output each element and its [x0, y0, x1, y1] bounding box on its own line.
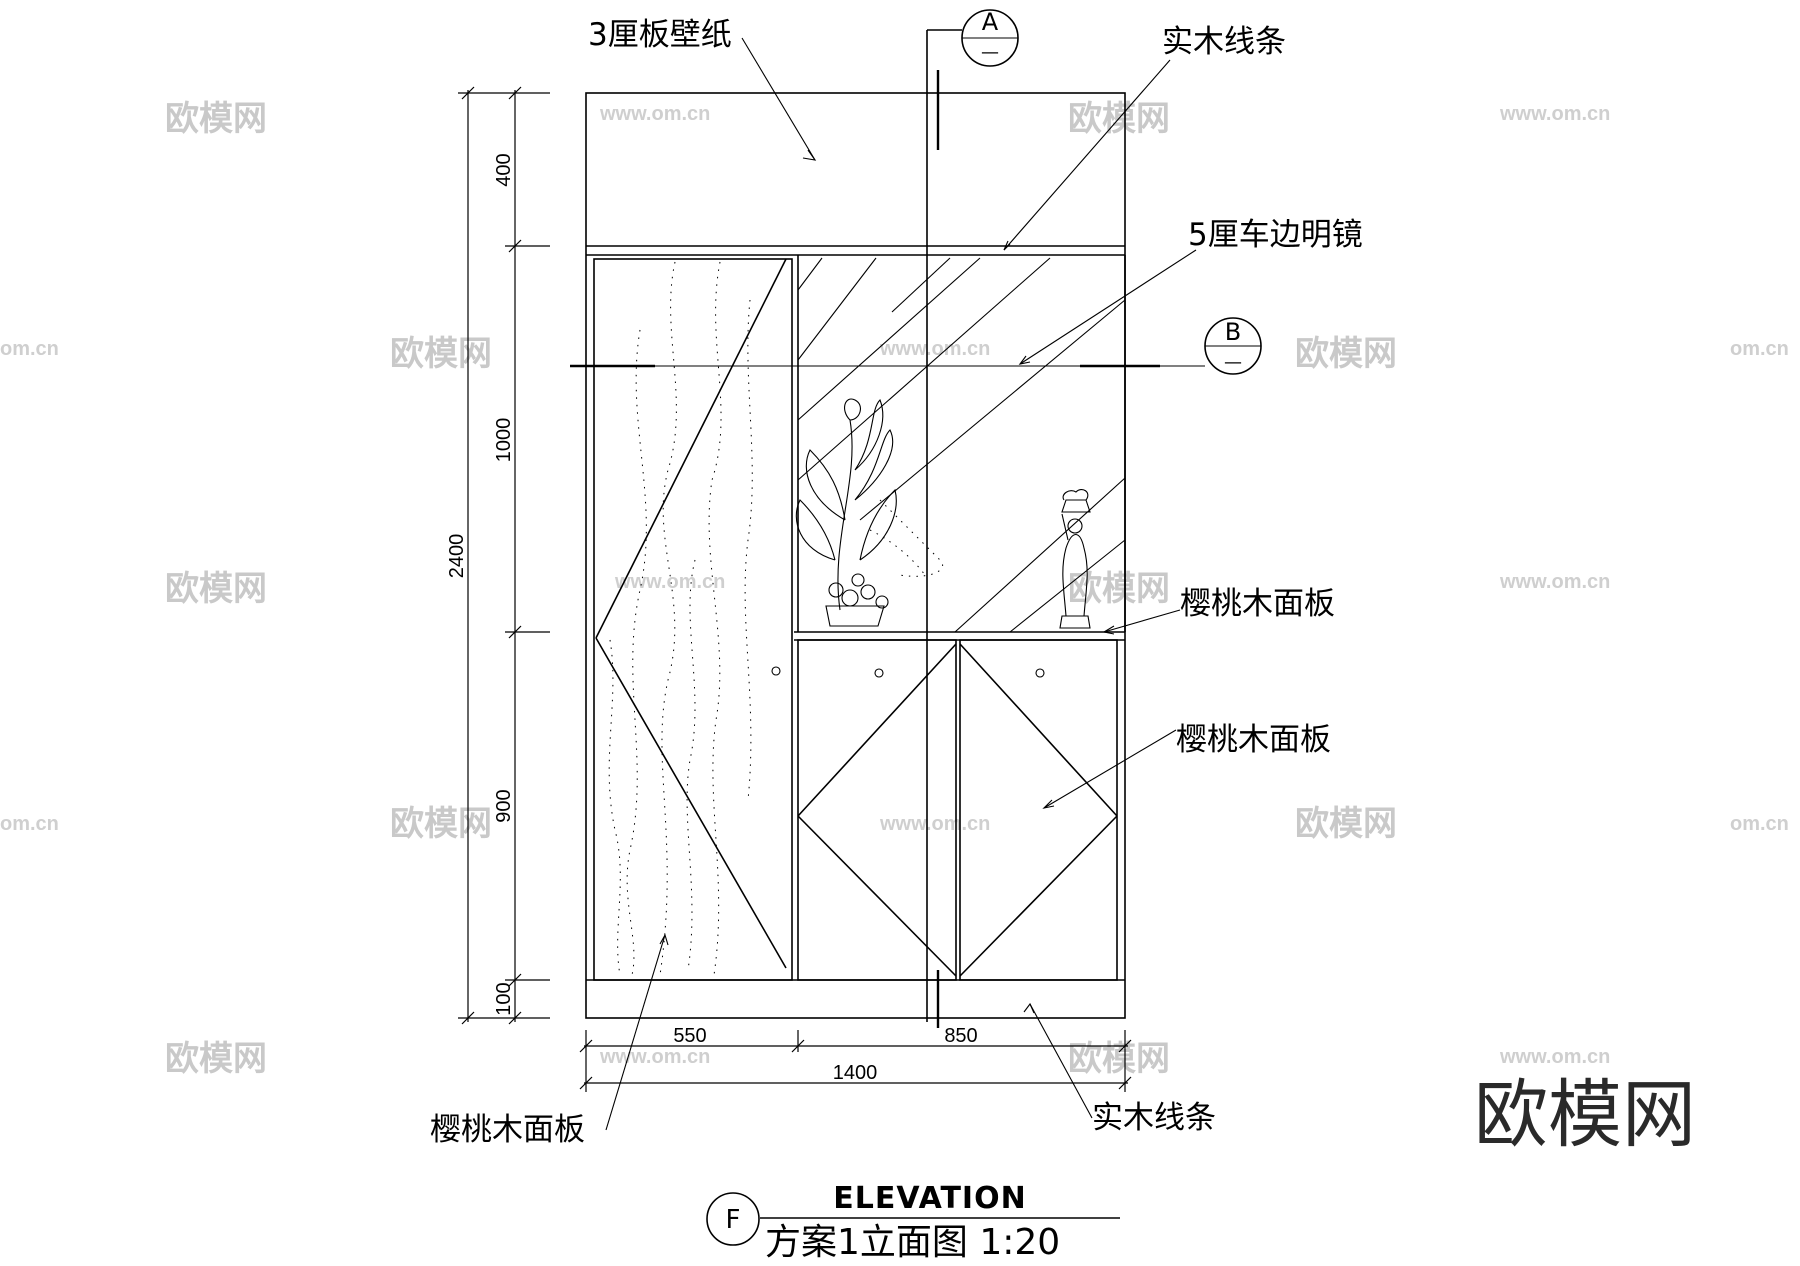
label-shelf-panel: 樱桃木面板 [1180, 586, 1335, 622]
cabinet-outline [585, 92, 1126, 1019]
section-marker-b: B — [1204, 317, 1262, 375]
watermark-brand: 欧模网 [165, 99, 267, 139]
section-line-a [926, 29, 962, 1028]
dim-total-height: 2400 [446, 534, 468, 579]
watermark-url-partial: om.cn [1730, 338, 1789, 360]
watermark-brand: 欧模网 [390, 804, 492, 844]
callout-leaders [605, 37, 1197, 1131]
svg-text:B: B [1225, 318, 1241, 346]
section-marker-a: A — [961, 8, 1019, 67]
watermark-url: www.om.cn [879, 338, 990, 360]
watermark-url: www.om.cn [1499, 571, 1610, 593]
dim-1000: 1000 [493, 418, 515, 463]
watermark-brand: 欧模网 [1068, 1039, 1170, 1079]
watermark-url-partial: om.cn [0, 338, 59, 360]
watermark-url: www.om.cn [1499, 103, 1610, 125]
watermark-brand: 欧模网 [1295, 334, 1397, 374]
dim-550: 550 [673, 1025, 706, 1047]
svg-text:—: — [981, 42, 999, 63]
lower-cabinet-doors [797, 639, 1118, 981]
label-mirror: 5厘车边明镜 [1188, 217, 1363, 253]
statue-illustration [1059, 489, 1091, 629]
brand-watermark-large: 欧模网 [1474, 1072, 1696, 1158]
callout-labels: 3厘板壁纸 实木线条 5厘车边明镜 樱桃木面板 樱桃木面板 樱桃木面板 实木线条 [430, 17, 1363, 1148]
heading-cn: 方案1立面图 1:20 [765, 1222, 1060, 1263]
drawing-mark: F [726, 1205, 741, 1235]
label-door-panel: 樱桃木面板 [1176, 722, 1331, 758]
dim-900: 900 [493, 789, 515, 822]
watermark-brand: 欧模网 [165, 1039, 267, 1079]
watermark-url: www.om.cn [614, 571, 725, 593]
dim-400: 400 [493, 153, 515, 186]
label-top-trim: 实木线条 [1162, 24, 1286, 60]
watermark-brand: 欧模网 [165, 569, 267, 609]
label-left-panel: 樱桃木面板 [430, 1112, 585, 1148]
mirror-panel [797, 255, 1126, 633]
label-bottom-trim: 实木线条 [1092, 1100, 1216, 1136]
dim-100: 100 [493, 982, 515, 1015]
title-block: F ELEVATION 方案1立面图 1:20 [706, 1181, 1120, 1263]
dim-850: 850 [944, 1025, 977, 1047]
plant-vase-illustration [795, 398, 943, 627]
watermark-url: www.om.cn [1499, 1046, 1610, 1068]
heading-en: ELEVATION [833, 1181, 1026, 1216]
left-door-panel [593, 258, 793, 981]
watermark-url: www.om.cn [599, 103, 710, 125]
watermark-brand: 欧模网 [390, 334, 492, 374]
svg-text:A: A [982, 8, 999, 36]
watermark-url: www.om.cn [879, 813, 990, 835]
vertical-dimensions: 2400 400 1000 900 100 [446, 86, 550, 1025]
horizontal-dimensions: 550 850 1400 [579, 1025, 1132, 1092]
watermark-url-partial: om.cn [0, 813, 59, 835]
dim-1400: 1400 [833, 1062, 878, 1084]
watermark-url: www.om.cn [599, 1046, 710, 1068]
label-top-panel: 3厘板壁纸 [588, 17, 732, 53]
watermark-brand: 欧模网 [1295, 804, 1397, 844]
svg-text:—: — [1224, 352, 1242, 373]
watermark-brand: 欧模网 [1068, 569, 1170, 609]
watermark-url-partial: om.cn [1730, 813, 1789, 835]
